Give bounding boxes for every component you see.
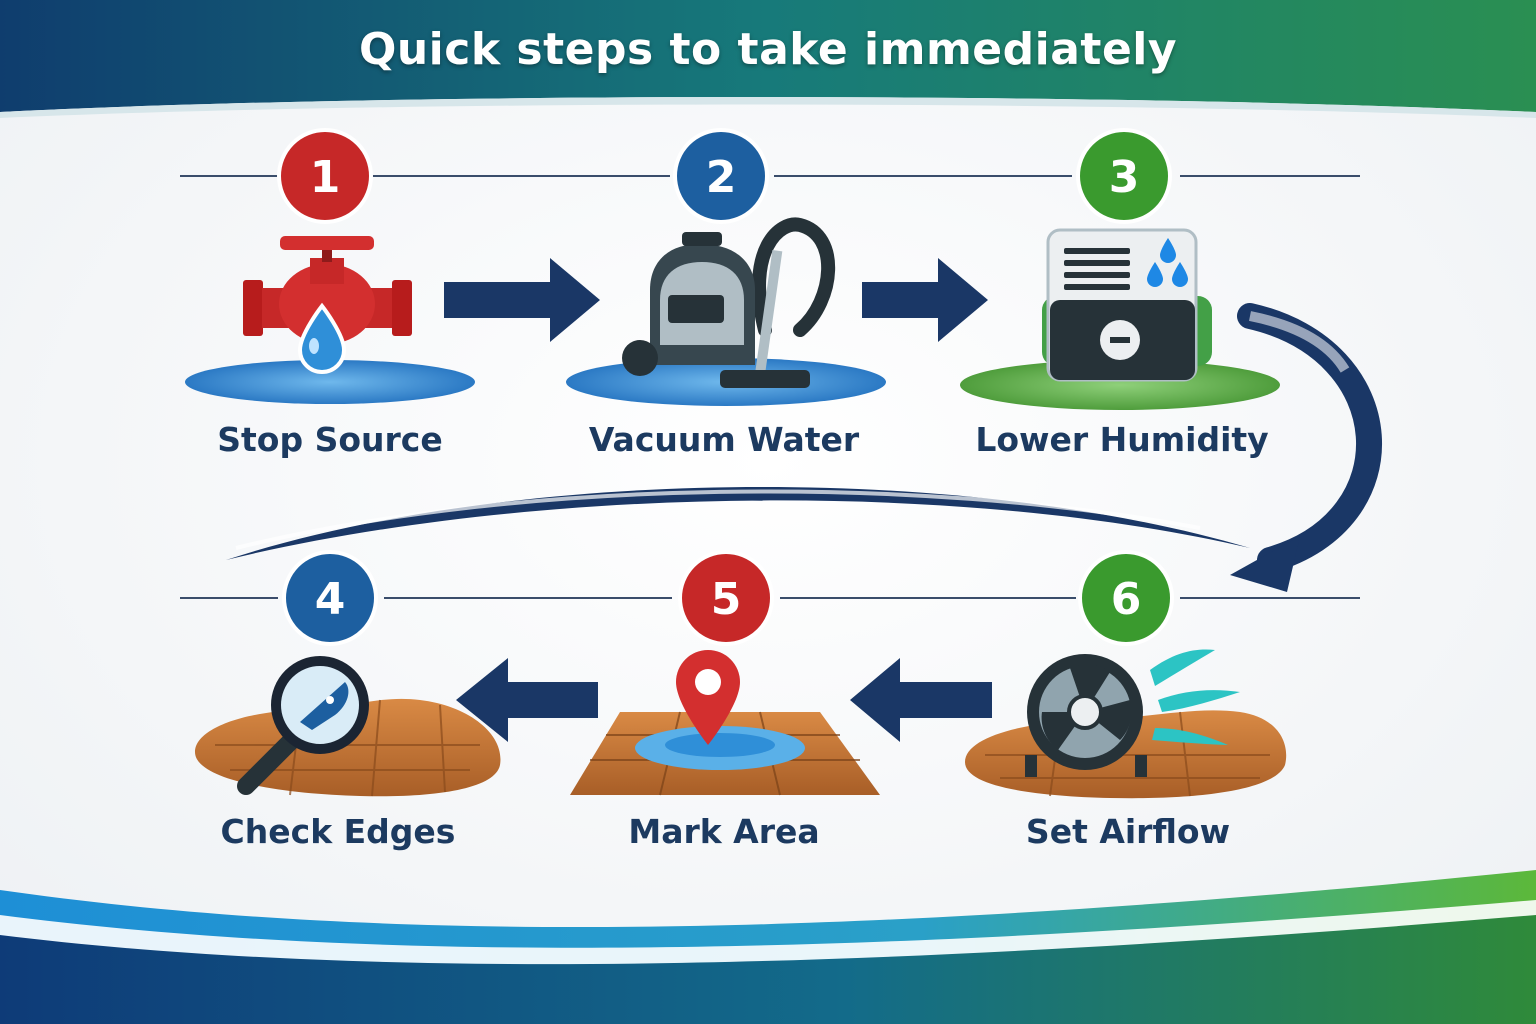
step-label-6: Set Airflow	[1025, 812, 1231, 851]
magnifier-icon	[195, 656, 501, 797]
step-badge-3: 3	[1076, 128, 1172, 224]
footer-wave	[0, 915, 1536, 1024]
step-label-2: Vacuum Water	[588, 420, 860, 459]
middle-swoosh	[226, 486, 1250, 560]
dehumidifier-icon	[960, 228, 1280, 410]
step-label-3: Lower Humidity	[975, 420, 1269, 459]
step-label-4: Check Edges	[220, 812, 456, 851]
step-badge-5: 5	[678, 550, 774, 646]
fan-icon	[965, 649, 1287, 799]
header-band	[0, 0, 1536, 112]
wet-vacuum-icon	[566, 217, 886, 406]
step-label-1: Stop Source	[217, 420, 443, 459]
step-badge-1: 1	[277, 128, 373, 224]
valve-leak-icon	[185, 236, 475, 404]
arrow-2-to-3	[862, 258, 988, 342]
page-title: Quick steps to take immediately	[358, 24, 1178, 75]
step-badge-4: 4	[282, 550, 378, 646]
svg-text:2: 2	[706, 152, 737, 203]
arrow-6-to-5	[850, 658, 992, 742]
step-badge-2: 2	[673, 128, 769, 224]
step-badge-6: 6	[1078, 550, 1174, 646]
svg-text:5: 5	[711, 574, 742, 625]
arrow-1-to-2	[444, 258, 600, 342]
svg-text:1: 1	[310, 152, 341, 203]
svg-text:4: 4	[315, 574, 346, 625]
step-label-5: Mark Area	[628, 812, 820, 851]
map-pin-icon	[570, 650, 880, 796]
arrow-5-to-4	[456, 658, 598, 742]
svg-text:6: 6	[1111, 574, 1142, 625]
curved-arrow-3-to-6	[1230, 303, 1382, 592]
svg-text:3: 3	[1109, 152, 1140, 203]
